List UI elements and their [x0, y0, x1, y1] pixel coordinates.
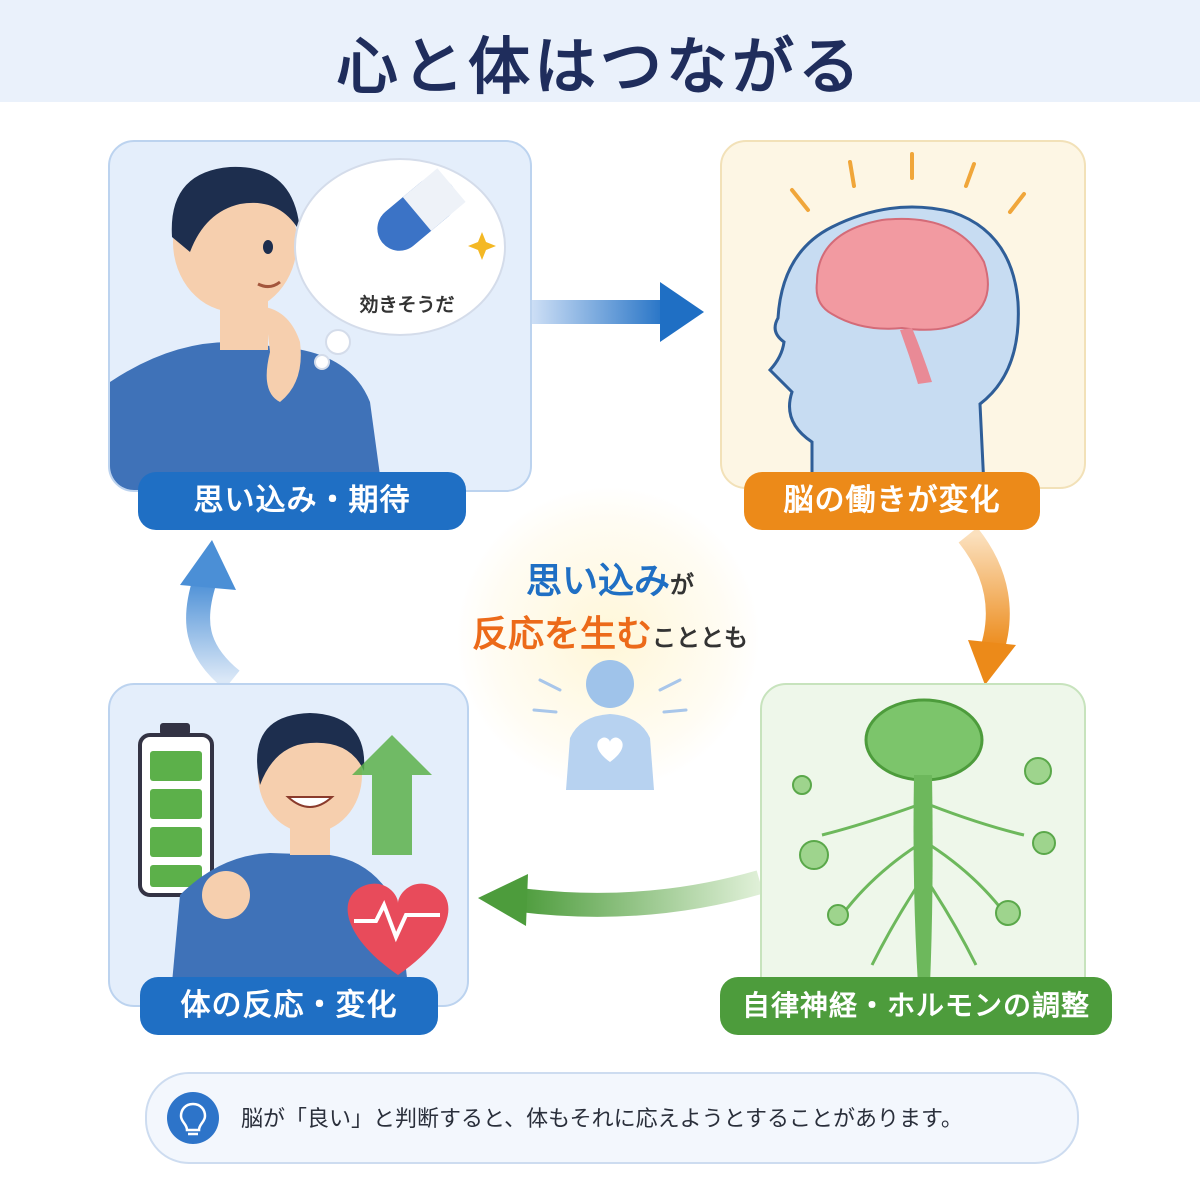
head-brain-illustration	[767, 152, 1026, 487]
panel-nerves	[760, 683, 1086, 1007]
label-expectation: 思い込み・期待	[138, 472, 466, 530]
header-band	[0, 0, 1200, 102]
panel-brain	[720, 140, 1086, 489]
thinking-person-illustration	[110, 158, 506, 490]
arrow-left	[478, 870, 764, 926]
happy-person-illustration	[138, 713, 449, 1005]
nervous-system-illustration	[792, 698, 1056, 985]
lightbulb-icon	[167, 1092, 219, 1144]
sparkle-icon	[468, 232, 496, 260]
center-message-line1: 思い込みが	[470, 552, 750, 604]
person-heart-icon	[532, 660, 688, 790]
center-emph-2: 反応を生む	[471, 614, 652, 655]
label-nerves: 自律神経・ホルモンの調整	[720, 977, 1112, 1035]
center-emph-1: 思い込み	[525, 561, 670, 602]
arrow-right	[530, 282, 704, 342]
panel-body	[108, 683, 469, 1007]
battery-icon	[138, 723, 214, 897]
heart-icon	[347, 883, 449, 975]
page-title: 心と体はつながる	[335, 30, 864, 103]
arrow-down	[958, 527, 1016, 685]
thought-bubble-text: 効きそうだ	[359, 294, 455, 316]
capsule-icon	[377, 168, 466, 251]
footer-text: 脳が「良い」と判断すると、体もそれに応えようとすることがあります。	[241, 1107, 963, 1132]
center-message-line2: 反応を生むこととも	[450, 605, 770, 657]
label-body: 体の反応・変化	[140, 977, 438, 1035]
up-arrow-icon	[352, 735, 432, 855]
arrow-up	[180, 540, 240, 690]
center-rest-1: が	[670, 571, 694, 599]
label-brain: 脳の働きが変化	[744, 472, 1040, 530]
center-rest-2: こととも	[652, 624, 748, 652]
hormone-dots	[792, 757, 1056, 926]
glow-rays	[790, 152, 1026, 214]
panel-expectation: 効きそうだ	[108, 140, 532, 492]
footer-note: 脳が「良い」と判断すると、体もそれに応えようとすることがあります。	[145, 1072, 1079, 1164]
